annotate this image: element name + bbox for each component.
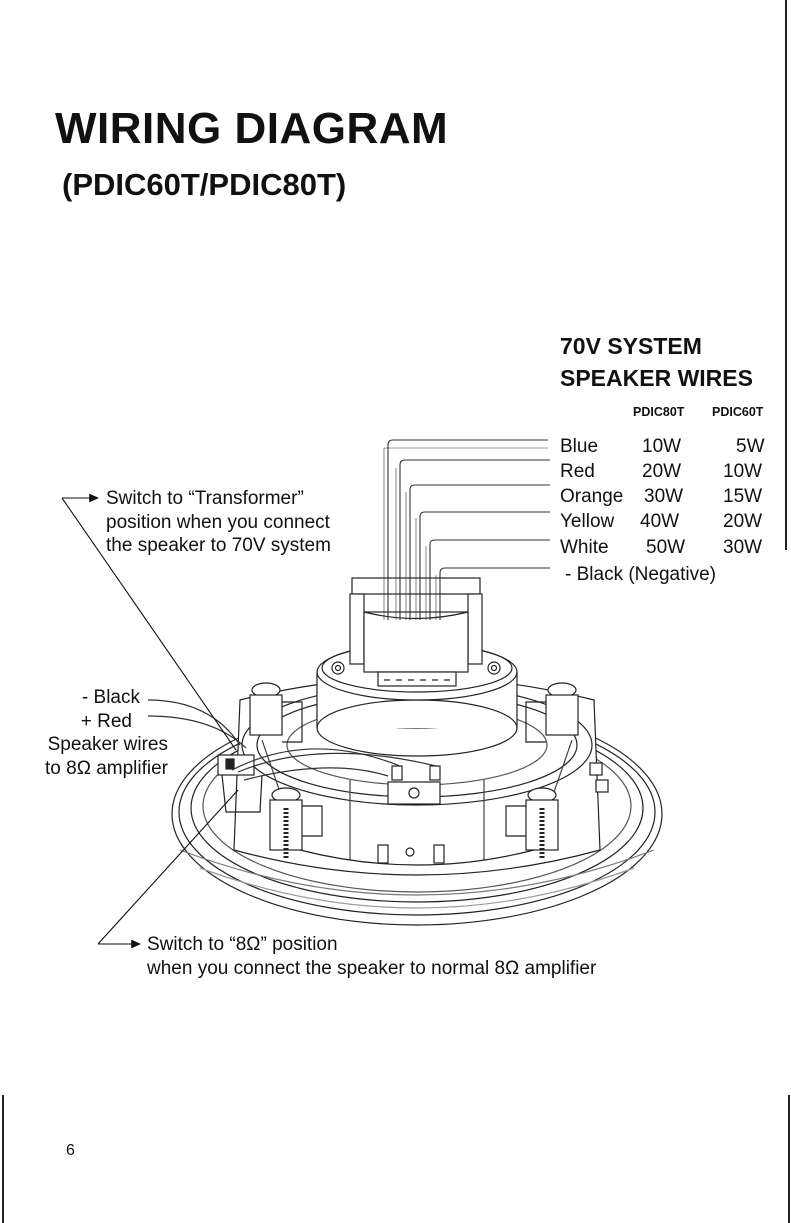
column-header-pdic60t: PDIC60T [712, 405, 764, 419]
selector-switch [217, 754, 263, 813]
wire-color: Yellow [560, 511, 615, 532]
red-wire-label: + Red [80, 710, 132, 732]
input-wires [147, 699, 437, 781]
wire-pdic60t: 10W [723, 461, 763, 482]
wire-pdic80t: 20W [642, 461, 682, 482]
transformer-note: Switch to “Transformer” position when yo… [106, 487, 331, 558]
system-heading: 70V SYSTEM [560, 333, 702, 359]
note-line: the speaker to 70V system [106, 535, 331, 556]
wire-row-blue: Blue 10W 5W [560, 436, 790, 460]
mounting-clamps [249, 682, 579, 860]
page-number: 6 [66, 1142, 75, 1159]
amplifier-label: to 8Ω amplifier [45, 757, 168, 779]
terminal-block [377, 762, 609, 864]
wire-row-white: White 50W 30W [560, 537, 790, 561]
wire-pdic60t: 30W [723, 537, 763, 558]
note-line: Switch to “Transformer” [106, 488, 304, 509]
amplifier-wire-labels: - Black + Red Speaker wires to 8Ω amplif… [36, 686, 168, 780]
wire-row-yellow: Yellow 40W 20W [560, 511, 790, 535]
wire-pdic80t: 10W [642, 436, 682, 457]
annotation-arrows [61, 493, 239, 949]
wire-pdic80t: 50W [646, 537, 686, 558]
note-line: position when you connect [106, 511, 330, 533]
wire-pdic60t: 20W [723, 511, 763, 532]
column-header-pdic80t: PDIC80T [633, 405, 685, 419]
model-subtitle: (PDIC60T/PDIC80T) [62, 167, 347, 202]
wire-pdic80t: 30W [644, 486, 684, 507]
wire-color: Red [560, 461, 595, 482]
wire-row-orange: Orange 30W 15W [560, 486, 790, 510]
transformer-wires [383, 439, 550, 620]
wire-row-red: Red 20W 10W [560, 461, 790, 485]
speaker-wires-label: Speaker wires [47, 734, 168, 755]
left-edge-rule-lower [2, 1095, 4, 1223]
note-line: Switch to “8Ω” position [147, 934, 338, 955]
wire-pdic60t: 5W [736, 436, 765, 457]
black-wire-label: - Black [81, 687, 140, 708]
page-title: WIRING DIAGRAM [55, 104, 449, 153]
wire-color: Blue [560, 436, 599, 457]
right-edge-rule [785, 0, 787, 550]
negative-wire-label: - Black (Negative) [565, 564, 716, 585]
note-line: when you connect the speaker to normal 8… [147, 957, 597, 979]
system-subheading: SPEAKER WIRES [560, 365, 753, 391]
wire-pdic80t: 40W [640, 511, 680, 532]
wire-pdic60t: 15W [723, 486, 763, 507]
eight-ohm-note: Switch to “8Ω” position when you connect… [147, 933, 596, 980]
right-edge-rule-lower [788, 1095, 790, 1223]
wire-color: White [560, 537, 609, 558]
wire-color: Orange [560, 486, 624, 507]
